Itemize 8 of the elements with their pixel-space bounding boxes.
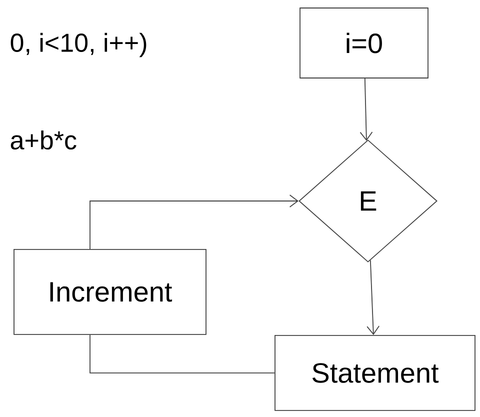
process-box: i=0 <box>300 8 428 78</box>
expression-text: a+b*c <box>10 130 76 150</box>
arrow <box>360 78 373 141</box>
process-box: Increment <box>14 249 206 335</box>
expression-text: 0, i<10, i++) <box>10 32 146 58</box>
process-box: Statement <box>274 335 476 411</box>
arrow <box>366 260 380 336</box>
arrow <box>90 194 299 250</box>
